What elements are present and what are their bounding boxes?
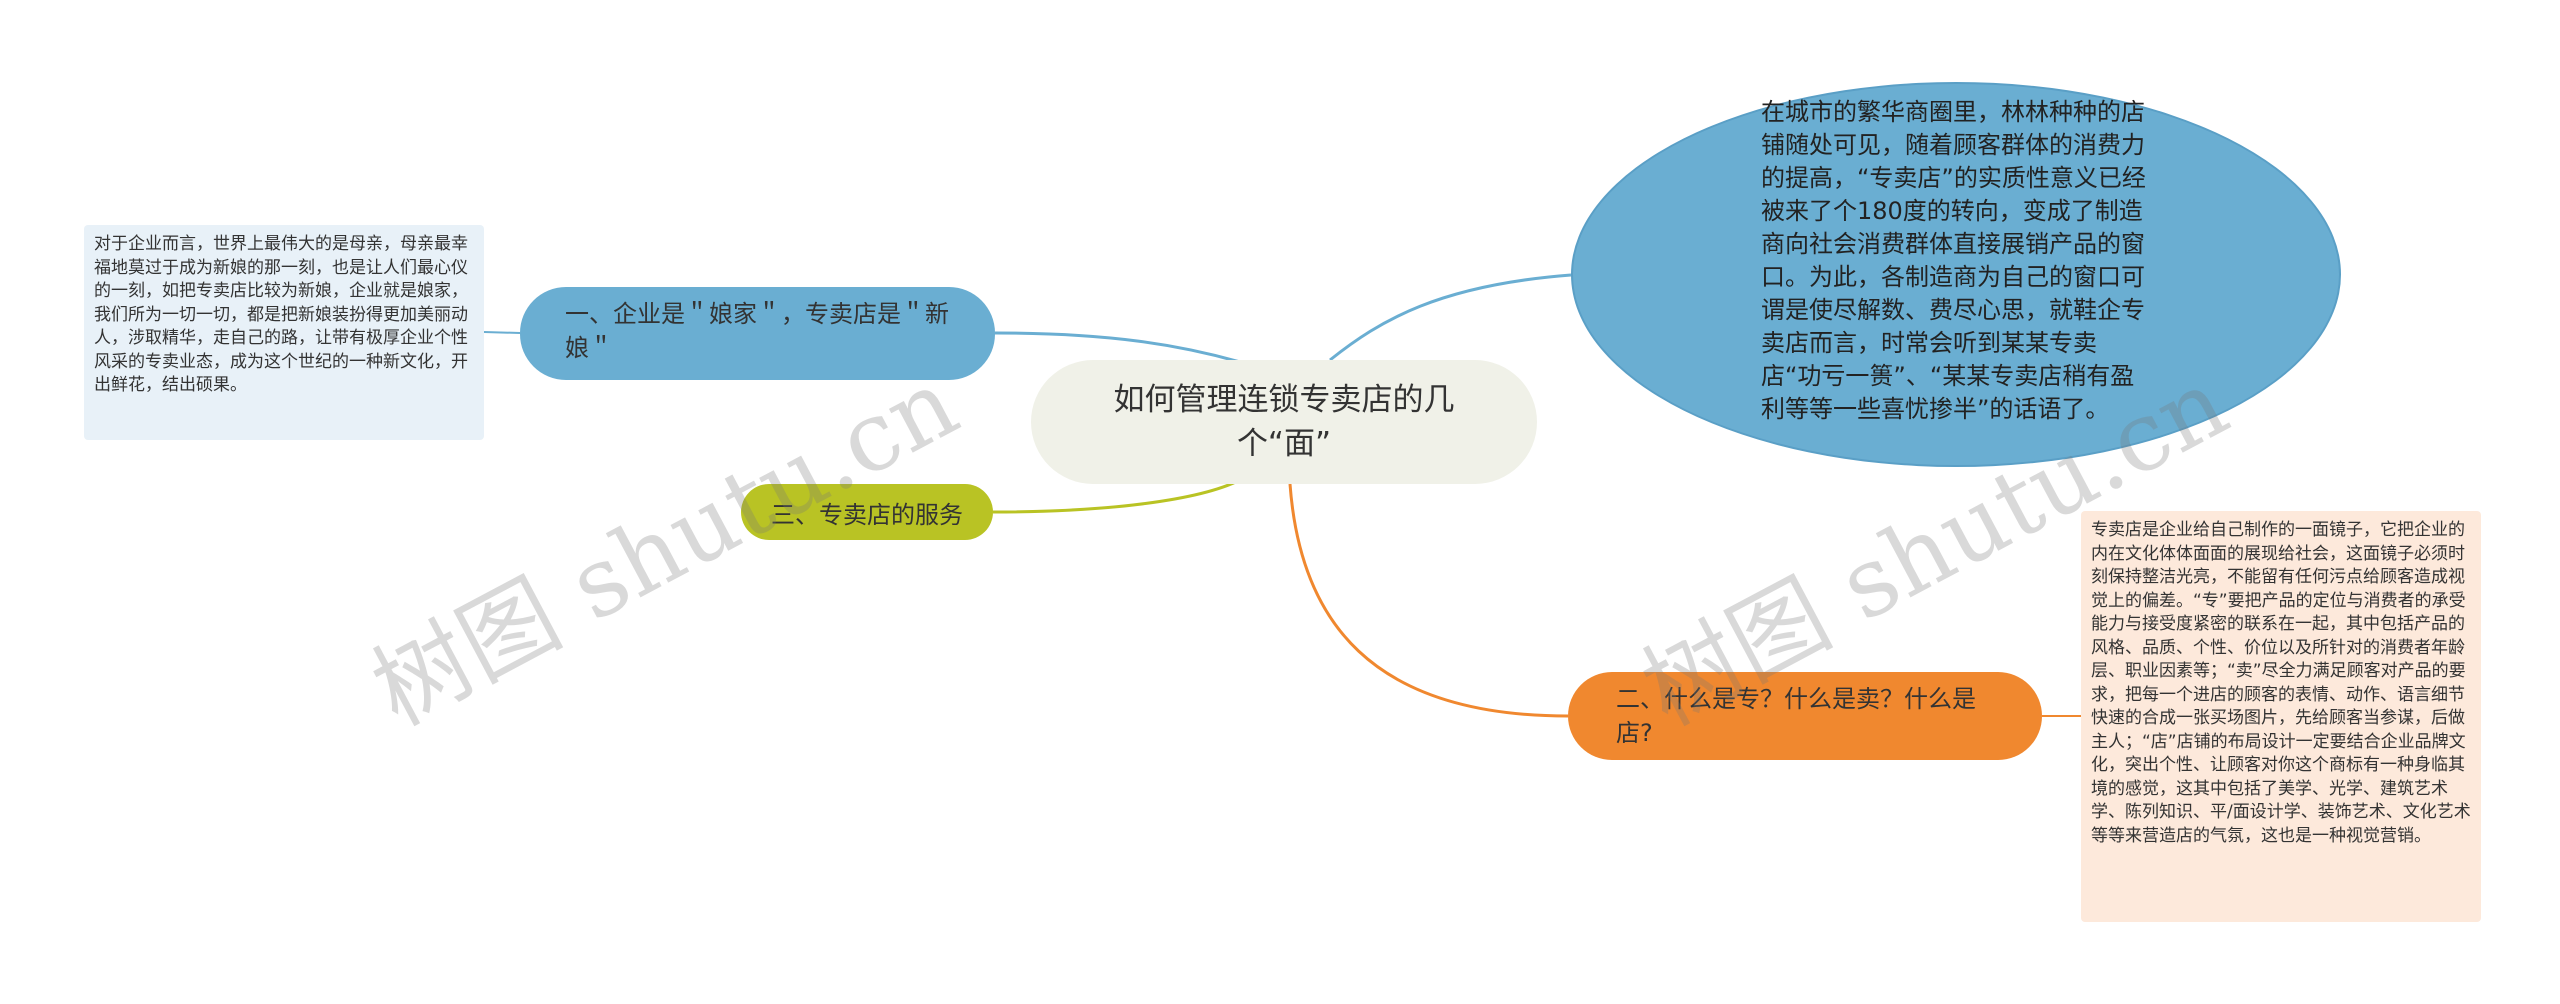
branch-1-label: 一、企业是＂娘家＂，专卖店是＂新娘＂ bbox=[565, 300, 949, 362]
branch-2-note-text: 专卖店是企业给自己制作的一面镜子，它把企业的内在文化体体面面的展现给社会，这面镜… bbox=[2091, 520, 2471, 846]
center-topic[interactable]: 如何管理连锁专卖店的几个“面” bbox=[1031, 360, 1537, 484]
branch-2-note[interactable]: 专卖店是企业给自己制作的一面镜子，它把企业的内在文化体体面面的展现给社会，这面镜… bbox=[2081, 511, 2481, 922]
connector-branch1 bbox=[994, 331, 1241, 364]
center-topic-text: 如何管理连锁专卖店的几个“面” bbox=[1113, 382, 1455, 462]
branch-2-label: 二、什么是专？什么是卖？什么是店? bbox=[1616, 685, 1976, 747]
branch-3[interactable]: 三、专卖店的服务 bbox=[741, 484, 993, 540]
branch-3-label: 三、专卖店的服务 bbox=[771, 500, 963, 529]
connector-note1 bbox=[483, 331, 521, 334]
branch-1-note-text: 对于企业而言，世界上最伟大的是母亲，母亲最幸福地莫过于成为新娘的那一刻，也是让人… bbox=[94, 234, 468, 395]
branch-2[interactable]: 二、什么是专？什么是卖？什么是店? bbox=[1568, 672, 2042, 760]
branch-1[interactable]: 一、企业是＂娘家＂，专卖店是＂新娘＂ bbox=[520, 287, 995, 380]
connector-branch3 bbox=[992, 478, 1241, 514]
connector-branch2 bbox=[1288, 483, 1569, 718]
intro-bubble-text: 在城市的繁华商圈里，林林种种的店铺随处可见，随着顾客群体的消费力的提高，“专卖店… bbox=[1761, 98, 2146, 423]
connector-bubble bbox=[1329, 273, 1572, 362]
branch-1-note[interactable]: 对于企业而言，世界上最伟大的是母亲，母亲最幸福地莫过于成为新娘的那一刻，也是让人… bbox=[84, 225, 484, 440]
intro-bubble[interactable]: 在城市的繁华商圈里，林林种种的店铺随处可见，随着顾客群体的消费力的提高，“专卖店… bbox=[1571, 82, 2341, 467]
